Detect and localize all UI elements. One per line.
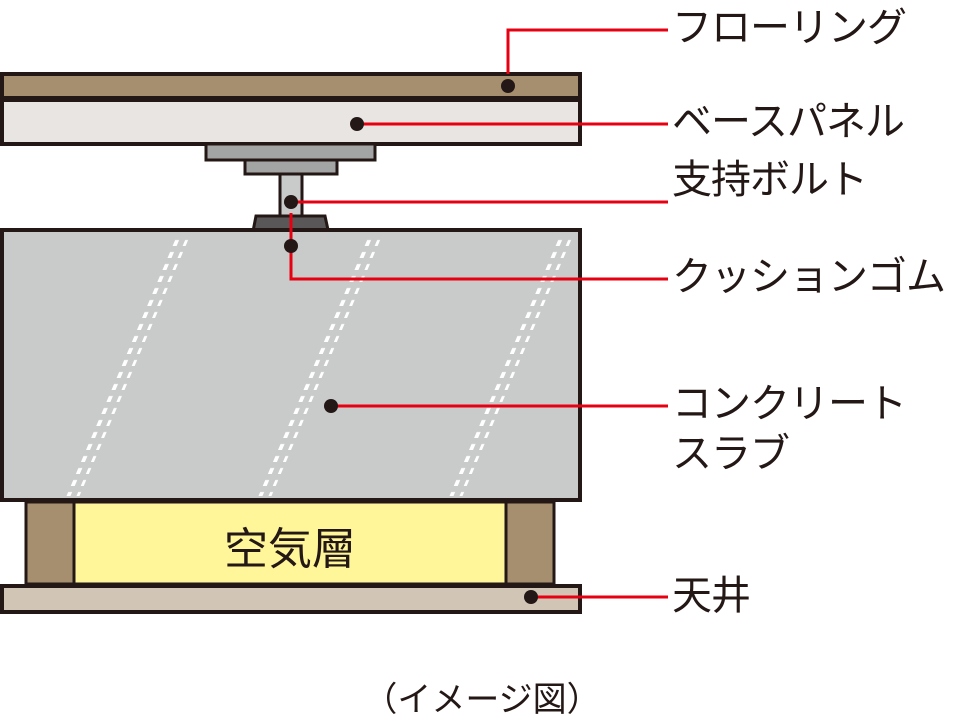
flooring-layer: [0, 72, 582, 100]
label-concrete-slab-2: スラブ: [672, 431, 790, 477]
bolt-plate-upper: [204, 142, 377, 162]
air-layer: [72, 500, 508, 586]
base-panel-layer: [0, 98, 582, 146]
label-cushion-rubber: クッションゴム: [672, 254, 946, 300]
label-ceiling: 天井: [672, 573, 751, 619]
label-concrete-slab-1: コンクリート: [672, 381, 907, 427]
caption: （イメージ図）: [363, 680, 601, 720]
concrete-texture: [65, 238, 572, 496]
bolt-plate-lower: [243, 158, 339, 176]
label-flooring: フローリング: [672, 5, 907, 51]
air-layer-label: 空気層: [224, 524, 356, 575]
label-base-panel: ベースパネル: [672, 99, 905, 145]
ceiling-layer: [0, 584, 582, 614]
joist-left: [24, 500, 76, 586]
label-support-bolt: 支持ボルト: [672, 157, 868, 203]
joist-right: [504, 500, 556, 586]
leader-dots: [284, 79, 538, 604]
leader-lines: [289, 28, 668, 599]
